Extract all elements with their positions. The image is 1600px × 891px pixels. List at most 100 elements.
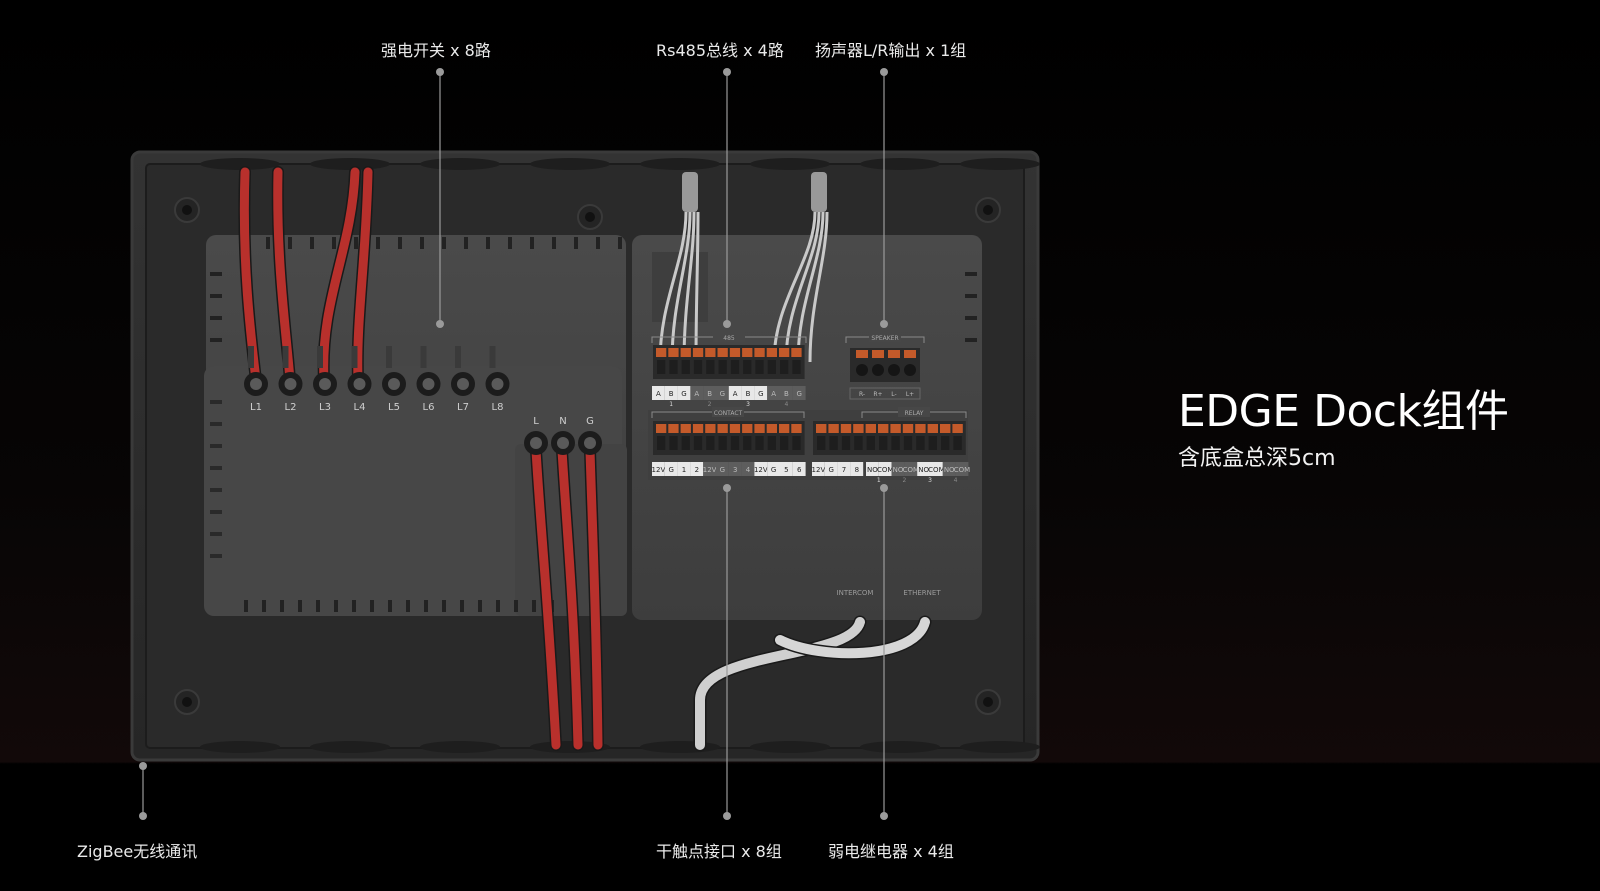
vent-slot-bottom xyxy=(478,600,482,612)
vent-slot-bottom xyxy=(334,600,338,612)
knockout-top xyxy=(530,158,610,170)
speaker-pin-label: R+ xyxy=(873,391,882,398)
relay-terminals-lever xyxy=(902,424,914,433)
speaker-slot xyxy=(856,364,868,376)
contact-pin-bg xyxy=(741,462,755,476)
relay-terminals-lever xyxy=(940,424,951,433)
vent-slot-bottom xyxy=(388,600,392,612)
contact-pin-label: G xyxy=(668,466,673,474)
knockout-bottom xyxy=(420,741,500,753)
ventilation-slots xyxy=(210,237,977,612)
bus-pin-bg xyxy=(754,386,768,400)
vent-slot-right xyxy=(965,338,977,342)
vent-slot-left-lower xyxy=(210,488,222,492)
knockout-bottom xyxy=(200,741,280,753)
section-contact-label: CONTACT xyxy=(714,410,743,417)
vent-slot-left xyxy=(210,272,222,276)
bus-terminals-lever xyxy=(729,348,741,357)
vent-slot-right xyxy=(965,316,977,320)
screw-hole xyxy=(182,697,192,707)
bus-terminals-lever xyxy=(668,348,679,357)
bus-terminals-lever xyxy=(692,348,704,357)
relay-terminals-slot xyxy=(916,436,925,450)
speaker-pin-label: L- xyxy=(891,391,896,398)
power-terminal-screw xyxy=(557,437,569,449)
contact-terminals-lever xyxy=(656,424,667,433)
relay-terminals-slot xyxy=(817,436,826,450)
section-speaker-label: SPEAKER xyxy=(871,335,898,342)
relay-terminals-lever xyxy=(816,424,827,433)
vent-slot-left-lower xyxy=(210,532,222,536)
callout-zigbee: ZigBee无线通讯 xyxy=(77,842,198,861)
bus-terminals-slot xyxy=(755,360,764,374)
speaker-pin-label: L+ xyxy=(906,391,914,398)
bus-terminals-slot xyxy=(718,360,727,374)
bus-pin-label: A xyxy=(694,390,699,398)
contact-b-pin-bg xyxy=(837,462,851,476)
contact-pin-bg xyxy=(664,462,678,476)
vent-slot-left xyxy=(210,338,222,342)
vent-slot-top xyxy=(310,237,314,249)
bus-terminals-lever xyxy=(754,348,765,357)
bus-pin-bg xyxy=(728,386,742,400)
contact-pin-label: G xyxy=(720,466,725,474)
screw-hole xyxy=(983,205,993,215)
callout-rs485-dot-start xyxy=(723,68,731,76)
terminal-label-l4: L4 xyxy=(354,402,366,413)
bus-group-number: 2 xyxy=(708,401,712,408)
speaker-pin-frame xyxy=(849,387,921,400)
section-contact-label-bg xyxy=(712,407,744,417)
wire-485-a3 xyxy=(694,211,700,363)
section-relay-label: RELAY xyxy=(905,410,924,417)
callout-dry-contact-dot-start xyxy=(723,484,731,492)
bus-group-number: 4 xyxy=(784,401,788,408)
knockout-top xyxy=(420,158,500,170)
speaker-lever xyxy=(856,350,868,358)
screw-hole xyxy=(983,697,993,707)
bus-terminals-slot xyxy=(730,360,740,374)
cable-intercom xyxy=(695,617,865,750)
terminal-screw xyxy=(250,378,262,390)
vent-slot-bottom xyxy=(262,600,266,612)
relay-terminals-lever xyxy=(828,424,839,433)
terminal-label-l5: L5 xyxy=(388,402,400,413)
terminal-lever xyxy=(351,346,358,368)
terminal-lever xyxy=(282,346,289,368)
vent-slot-top xyxy=(552,237,556,249)
contact-pin-label: 4 xyxy=(746,466,751,474)
cable-ethernet xyxy=(775,617,930,659)
knockout-top xyxy=(960,158,1040,170)
wire-l4 xyxy=(353,167,373,385)
relay-terminals-slot xyxy=(866,436,875,450)
bus-pin-bg xyxy=(741,386,755,400)
contact-terminals-slot xyxy=(706,436,715,450)
wire-485-a0 xyxy=(658,211,688,363)
contact-terminals-slot xyxy=(743,436,752,450)
bus-terminals-lever xyxy=(680,348,691,357)
contact-b-pin-bg xyxy=(824,462,838,476)
wire-l3 xyxy=(319,167,360,385)
wire-l xyxy=(531,445,561,750)
vent-slot-left-lower xyxy=(210,510,222,514)
callout-high-voltage-dot-end xyxy=(436,320,444,328)
speaker-lever xyxy=(888,350,900,358)
relay-terminals-lever xyxy=(840,424,852,433)
speaker-pin-label: R- xyxy=(859,391,865,398)
terminal-label-l2: L2 xyxy=(285,402,297,413)
relay-terminals-slot xyxy=(891,436,900,450)
vent-slot-top xyxy=(596,237,600,249)
relay-pin-bg xyxy=(942,462,956,476)
bus-terminals-slot xyxy=(743,360,752,374)
vent-slot-top xyxy=(398,237,402,249)
callout-relay-dot-end xyxy=(880,812,888,820)
vent-slot-top xyxy=(464,237,468,249)
wire-485-b1 xyxy=(784,211,821,363)
terminal-lever xyxy=(386,346,392,368)
relay-terminals-slot xyxy=(953,436,962,450)
relay-pin-label: NO xyxy=(918,466,929,474)
bus-pin-label: G xyxy=(758,390,763,398)
vent-slot-top xyxy=(618,237,622,249)
knockout-bottom xyxy=(750,741,830,753)
vent-slot-top xyxy=(332,237,336,249)
